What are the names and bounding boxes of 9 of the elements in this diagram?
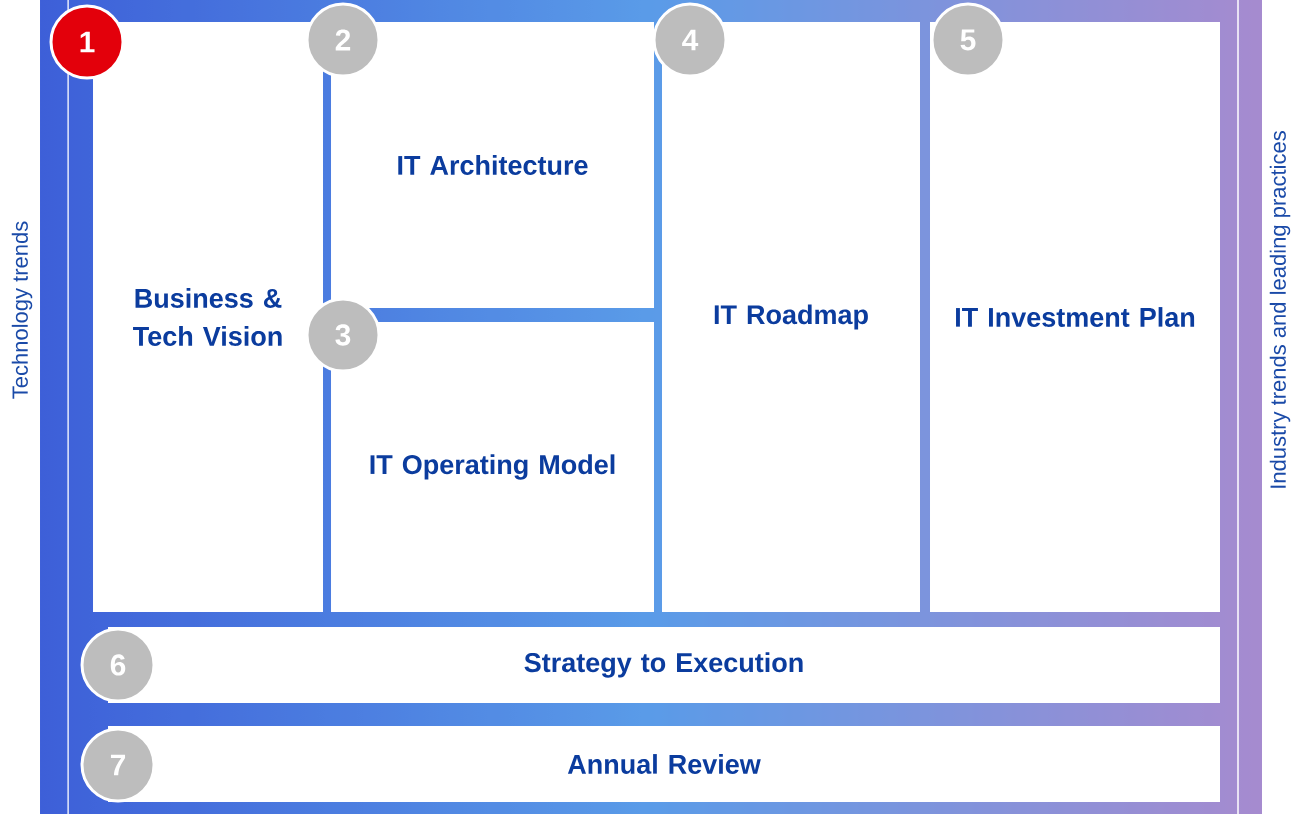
side-label: Technology trends (11, 221, 33, 399)
side-label: Industry trends and leading practices (1269, 131, 1291, 488)
number-badge: 3 (305, 297, 381, 373)
number-badge: 4 (652, 2, 728, 78)
number-badge: 6 (80, 627, 156, 703)
number-badge: 5 (930, 2, 1006, 78)
number-badge: 1 (49, 4, 125, 80)
number-badge: 2 (305, 2, 381, 78)
number-badge: 7 (80, 727, 156, 803)
